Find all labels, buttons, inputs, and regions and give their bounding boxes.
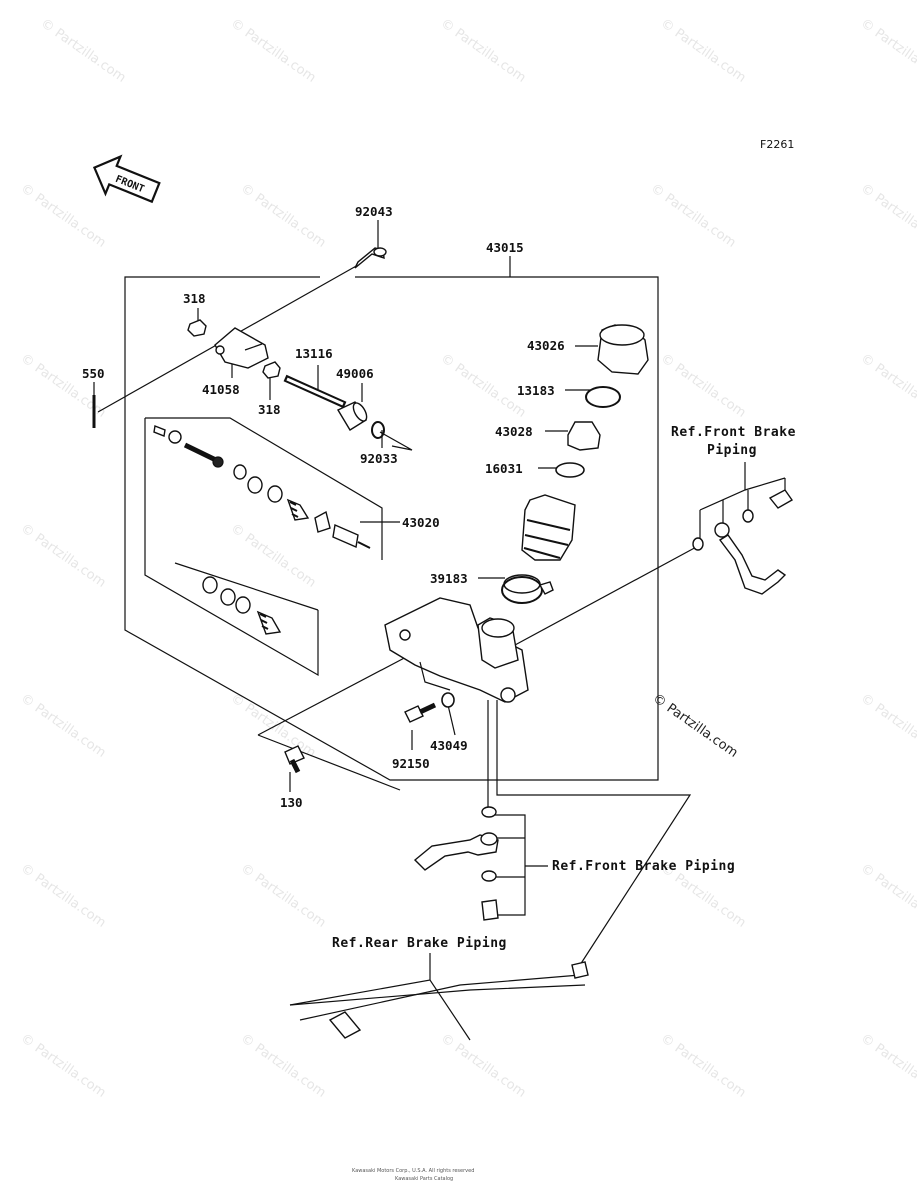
watermark: © Partzilla.com xyxy=(858,691,917,761)
plate-13183 xyxy=(585,386,621,408)
reservoir-cap-43026 xyxy=(597,324,649,375)
watermark: © Partzilla.com xyxy=(228,16,319,86)
label-318-lower: 318 xyxy=(258,402,281,417)
watermark: © Partzilla.com xyxy=(438,1031,529,1101)
leader-lines xyxy=(93,220,786,980)
label-39183: 39183 xyxy=(430,571,468,586)
watermark: © Partzilla.com xyxy=(858,861,917,931)
watermark: © Partzilla.com xyxy=(228,521,319,591)
watermark-prominent: © Partzilla.com xyxy=(650,691,741,761)
label-318-top: 318 xyxy=(183,291,206,306)
ref-front-brake-bottom: Ref.Front Brake Piping xyxy=(552,859,735,874)
circlip-92033 xyxy=(371,421,385,439)
watermark: © Partzilla.com xyxy=(658,1031,749,1101)
footer-line1: Kawasaki Motors Corp., U.S.A. All rights… xyxy=(352,1168,474,1174)
assembly-frame xyxy=(124,256,659,781)
label-49006: 49006 xyxy=(336,366,374,381)
watermark: © Partzilla.com xyxy=(438,16,529,86)
front-brake-piping-bottom xyxy=(413,806,499,921)
watermark: © Partzilla.com xyxy=(658,351,749,421)
ref-front-brake-top-line2: Piping xyxy=(707,443,757,458)
watermark: © Partzilla.com xyxy=(658,16,749,86)
watermark: © Partzilla.com xyxy=(18,521,109,591)
watermark: © Partzilla.com xyxy=(858,1031,917,1101)
watermark: © Partzilla.com xyxy=(238,1031,329,1101)
watermark: © Partzilla.com xyxy=(228,691,319,761)
float-16031 xyxy=(555,462,585,478)
clevis-41058 xyxy=(214,327,269,369)
figure-code: F2261 xyxy=(760,138,794,151)
label-43020: 43020 xyxy=(402,515,440,530)
watermark: © Partzilla.com xyxy=(18,691,109,761)
watermark: © Partzilla.com xyxy=(18,861,109,931)
label-92043: 92043 xyxy=(355,204,393,219)
push-rod-13116 xyxy=(283,374,347,409)
nut-318-top xyxy=(187,319,207,337)
seal-kit-parts xyxy=(202,576,282,635)
label-43026: 43026 xyxy=(527,338,565,353)
watermark: © Partzilla.com xyxy=(648,181,739,251)
label-43049: 43049 xyxy=(430,738,468,753)
diaphragm-43028 xyxy=(567,421,601,451)
front-brake-piping-top xyxy=(692,489,794,595)
watermark: © Partzilla.com xyxy=(238,861,329,931)
label-43028: 43028 xyxy=(495,424,533,439)
label-550: 550 xyxy=(82,366,105,381)
nut-318-lower xyxy=(262,361,281,379)
watermark: © Partzilla.com xyxy=(18,181,109,251)
washer-43049 xyxy=(441,692,455,708)
ref-front-brake-top-line1: Ref.Front Brake xyxy=(671,425,796,440)
reference-labels: Ref.Front Brake Piping Ref.Front Brake P… xyxy=(332,425,796,951)
label-130: 130 xyxy=(280,795,303,810)
label-41058: 41058 xyxy=(202,382,240,397)
reservoir-tank xyxy=(521,494,576,561)
label-16031: 16031 xyxy=(485,461,523,476)
piston-kit-parts xyxy=(153,425,371,549)
watermark: © Partzilla.com xyxy=(18,1031,109,1101)
label-13116: 13116 xyxy=(295,346,333,361)
label-43015: 43015 xyxy=(486,240,524,255)
boot-49006 xyxy=(337,401,368,431)
label-92033: 92033 xyxy=(360,451,398,466)
ref-rear-brake: Ref.Rear Brake Piping xyxy=(332,936,507,951)
watermark: © Partzilla.com xyxy=(238,181,329,251)
rear-brake-piping xyxy=(289,961,589,1041)
bolt-92150 xyxy=(404,702,437,723)
part-labels: 92043 43015 318 550 41058 318 13116 4900… xyxy=(82,204,565,810)
watermark: © Partzilla.com xyxy=(438,351,529,421)
label-92150: 92150 xyxy=(392,756,430,771)
master-cylinder-body xyxy=(384,597,529,703)
watermark: © Partzilla.com xyxy=(38,16,129,86)
pin-92043 xyxy=(354,247,387,269)
watermark: © Partzilla.com xyxy=(858,16,917,86)
bolt-130 xyxy=(284,745,305,774)
watermark: © Partzilla.com xyxy=(858,181,917,251)
clamp-39183 xyxy=(501,574,554,604)
piston-kit-frame xyxy=(144,417,383,677)
watermark: © Partzilla.com xyxy=(858,351,917,421)
footer-line2: Kawasaki Parts Catalog xyxy=(395,1176,453,1182)
front-arrow-icon: FRONT xyxy=(92,154,161,204)
label-13183: 13183 xyxy=(517,383,555,398)
